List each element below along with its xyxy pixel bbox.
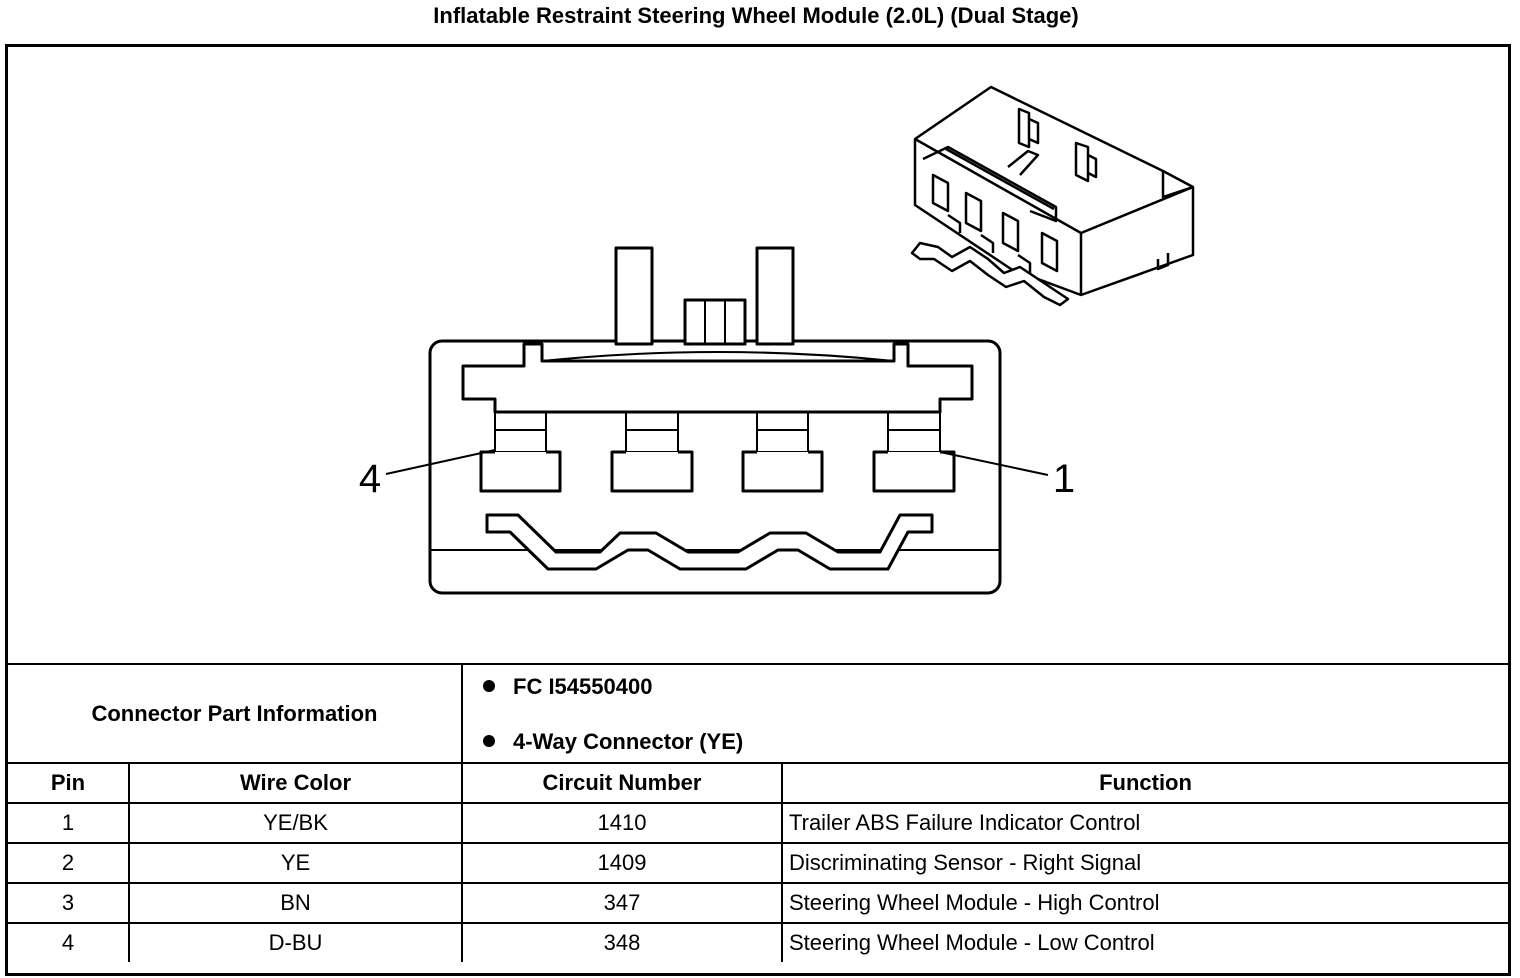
- circuit-cell: 347: [461, 882, 783, 924]
- connector-frame: 4 1: [5, 44, 1511, 976]
- pin-1-leader: [939, 451, 1049, 476]
- wire-color-cell: BN: [128, 882, 463, 924]
- part-info-item: 4-Way Connector (YE): [483, 729, 743, 755]
- pin-cell: 2: [8, 842, 130, 884]
- function-cell: Steering Wheel Module - Low Control: [781, 922, 1508, 962]
- function-cell: Discriminating Sensor - Right Signal: [781, 842, 1508, 884]
- pin-cell: 1: [8, 802, 130, 844]
- header-wire-color: Wire Color: [128, 762, 463, 804]
- pin-4-label: 4: [359, 457, 381, 501]
- table-header-row: Pin Wire Color Circuit Number Function: [8, 762, 1508, 804]
- connector-type: 4-Way Connector (YE): [513, 729, 744, 754]
- header-function: Function: [781, 762, 1508, 804]
- pin-4-leader: [385, 449, 496, 475]
- bullet-icon: [483, 680, 495, 693]
- table-row: 3 BN 347 Steering Wheel Module - High Co…: [8, 882, 1508, 924]
- connector-drawing: 4 1: [359, 85, 1195, 595]
- connector-part-info-label: Connector Part Information: [8, 665, 463, 762]
- pin-cell: 3: [8, 882, 130, 924]
- table-row: 2 YE 1409 Discriminating Sensor - Right …: [8, 842, 1508, 884]
- pinout-table: Pin Wire Color Circuit Number Function 1…: [8, 762, 1508, 962]
- function-cell: Trailer ABS Failure Indicator Control: [781, 802, 1508, 844]
- connector-front-view: [428, 246, 1002, 595]
- part-info-item: FC I54550400: [483, 674, 652, 700]
- connector-isometric-view: [910, 85, 1195, 307]
- wire-color-cell: YE: [128, 842, 463, 884]
- function-cell: Steering Wheel Module - High Control: [781, 882, 1508, 924]
- circuit-cell: 1410: [461, 802, 783, 844]
- table-row: 1 YE/BK 1410 Trailer ABS Failure Indicat…: [8, 802, 1508, 844]
- header-pin: Pin: [8, 762, 130, 804]
- table-row: 4 D-BU 348 Steering Wheel Module - Low C…: [8, 922, 1508, 962]
- circuit-cell: 1409: [461, 842, 783, 884]
- bullet-icon: [483, 735, 495, 748]
- connector-diagram: 4 1: [8, 47, 1508, 663]
- part-number: FC I54550400: [513, 674, 653, 699]
- page-title: Inflatable Restraint Steering Wheel Modu…: [433, 3, 1079, 28]
- header-circuit-number: Circuit Number: [461, 762, 783, 804]
- wire-color-cell: D-BU: [128, 922, 463, 962]
- wire-color-cell: YE/BK: [128, 802, 463, 844]
- connector-part-info: Connector Part Information FC I54550400 …: [8, 663, 1508, 764]
- circuit-cell: 348: [461, 922, 783, 962]
- pin-1-label: 1: [1053, 457, 1075, 501]
- pin-cell: 4: [8, 922, 130, 962]
